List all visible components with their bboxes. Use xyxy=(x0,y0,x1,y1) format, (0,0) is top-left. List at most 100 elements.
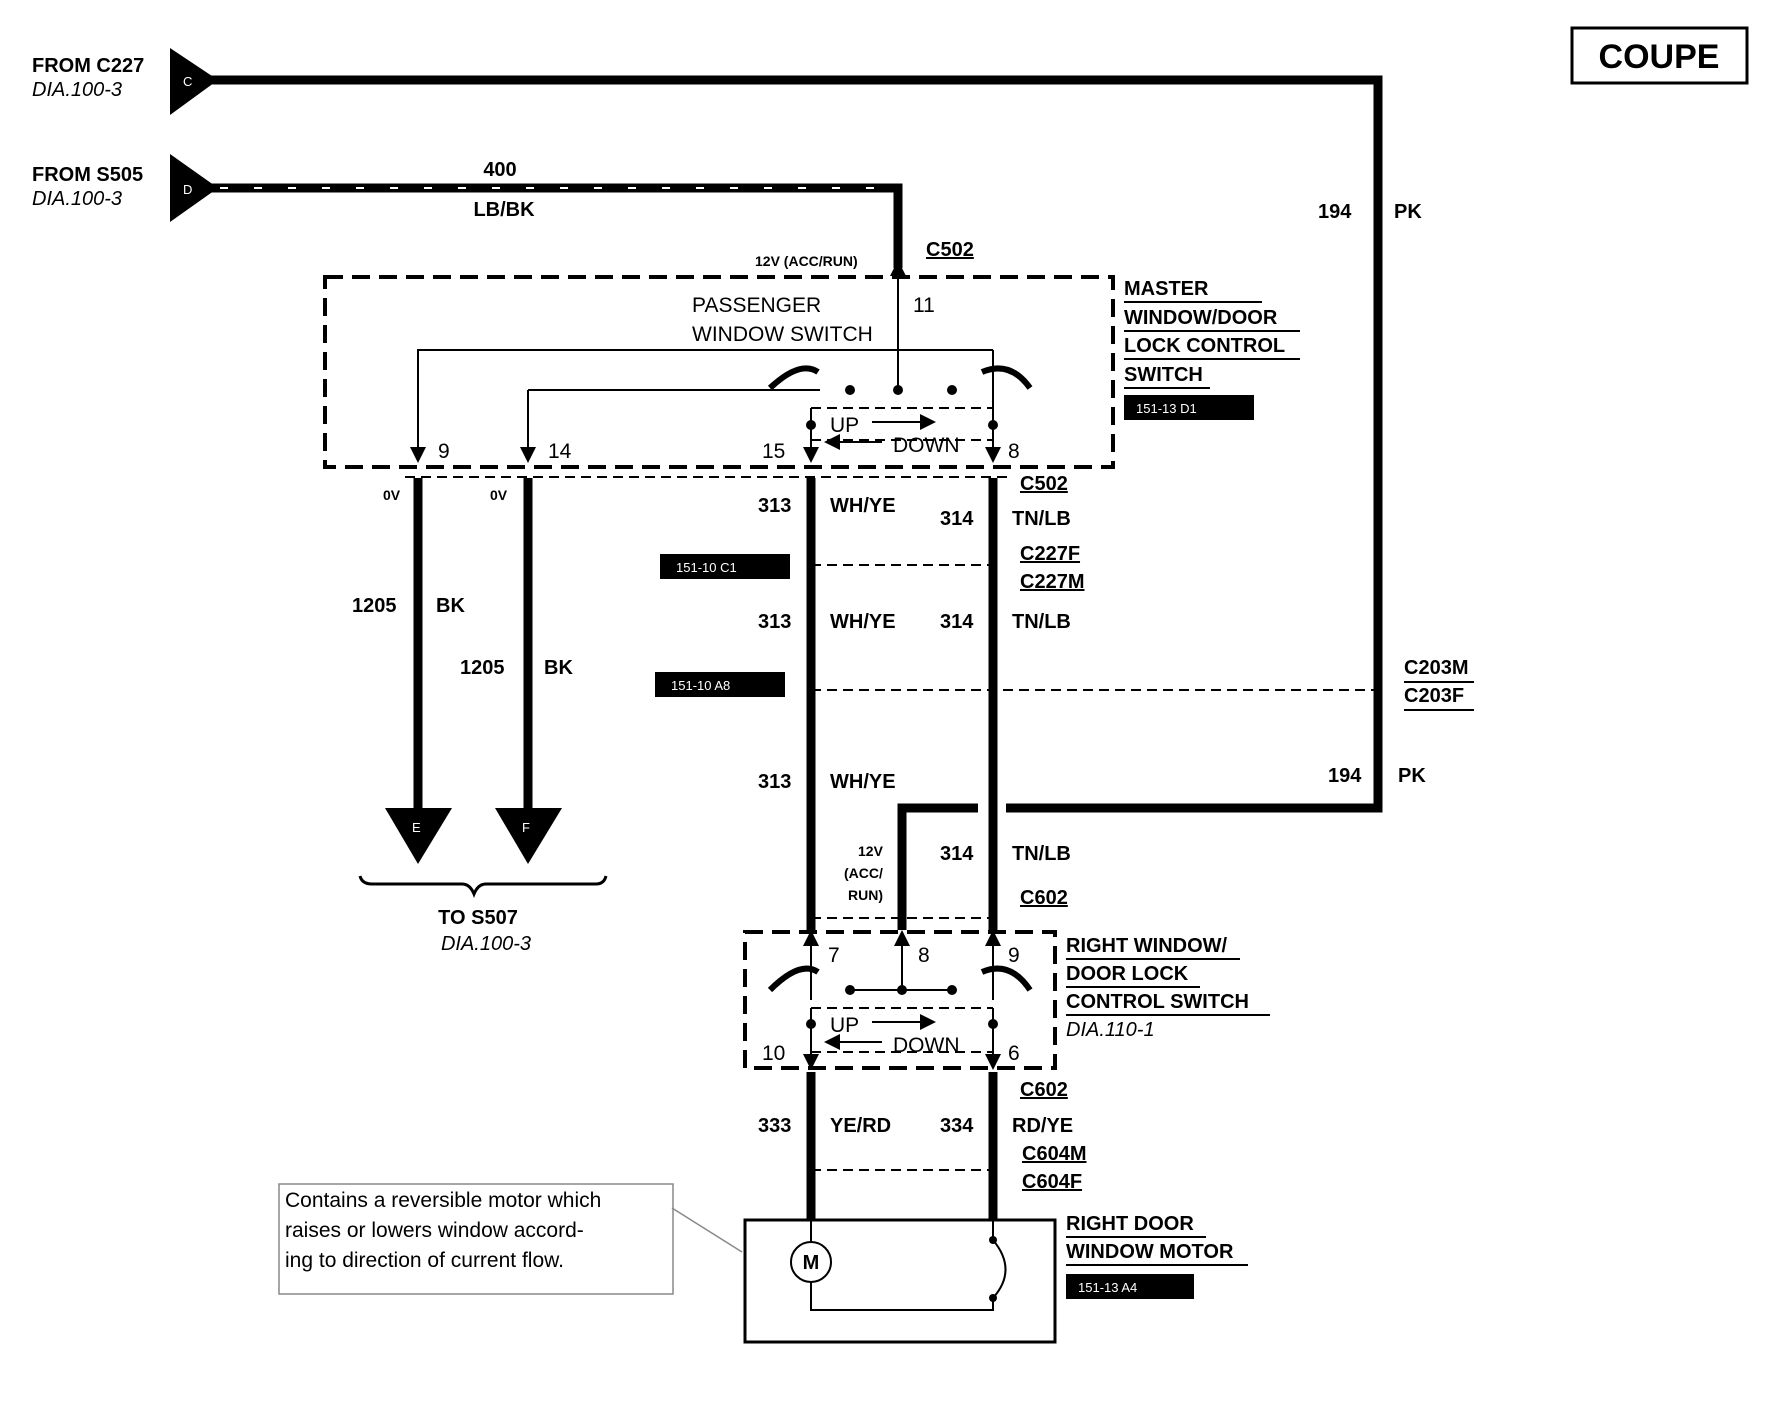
right-dia: DIA.110-1 xyxy=(1066,1019,1155,1041)
wire-314-color-3: TN/LB xyxy=(1012,843,1071,865)
ground-f-arrow xyxy=(495,808,562,864)
connector-c-pin: C xyxy=(183,74,192,89)
source-d-dia: DIA.100-3 xyxy=(32,188,122,210)
master-ref: 151-13 D1 xyxy=(1136,401,1197,416)
ground-brace xyxy=(358,875,608,899)
motor-title-line-1: RIGHT DOOR xyxy=(1066,1213,1194,1235)
wire-314-num-2: 314 xyxy=(940,611,974,633)
connector-c-arrow xyxy=(170,48,218,115)
right-volt-line-2: (ACC/ xyxy=(844,865,883,881)
master-connector-c502: C502 xyxy=(926,239,974,261)
connector-c203f: C203F xyxy=(1404,685,1464,707)
ground-f-label: F xyxy=(522,820,530,835)
motor-ref-box xyxy=(1066,1274,1194,1299)
wire-333-color: YE/RD xyxy=(830,1115,891,1137)
ground-dia-label: DIA.100-3 xyxy=(441,933,531,955)
wire-400-num: 400 xyxy=(483,159,516,181)
wire-1205-f-num: 1205 xyxy=(460,657,505,679)
coupe-badge: COUPE xyxy=(1570,26,1749,85)
master-title-line-4: SWITCH xyxy=(1124,364,1203,386)
wire-1205-f-color: BK xyxy=(544,657,573,679)
connector-c203m: C203M xyxy=(1404,657,1468,679)
master-volt-label: 12V (ACC/RUN) xyxy=(755,253,858,269)
connector-c502-lower: C502 xyxy=(1020,473,1068,495)
wire-333-num: 333 xyxy=(758,1115,791,1137)
wire-334-color: RD/YE xyxy=(1012,1115,1073,1137)
wire-1205-e-color: BK xyxy=(436,595,465,617)
source-c-from: FROM C227 xyxy=(32,55,144,77)
ground-to-label: TO S507 xyxy=(438,907,518,929)
ref-1: 151-10 C1 xyxy=(676,560,737,575)
connector-d-arrow xyxy=(170,154,218,222)
wire-400 xyxy=(210,183,903,268)
wire-194-num: 194 xyxy=(1318,201,1352,223)
wire-1205-e-num: 1205 xyxy=(352,595,397,617)
connector-c604m: C604M xyxy=(1022,1143,1086,1165)
master-title-line-1: MASTER xyxy=(1124,278,1209,300)
source-c-dia: DIA.100-3 xyxy=(32,79,122,101)
wire-194-color-2: PK xyxy=(1398,765,1426,787)
note-line-1: Contains a reversible motor which xyxy=(285,1189,601,1212)
master-title-line-2: WINDOW/DOOR xyxy=(1124,307,1278,329)
ground-e-arrow xyxy=(385,808,452,864)
note-line-2: raises or lowers window accord- xyxy=(285,1219,584,1242)
motor-symbol-label: M xyxy=(803,1252,820,1274)
right-pin-9: 9 xyxy=(1008,944,1020,967)
ref-box-2 xyxy=(655,672,785,697)
wire-313-num-1: 313 xyxy=(758,495,791,517)
note-box xyxy=(278,1183,674,1295)
right-title-line-3: CONTROL SWITCH xyxy=(1066,991,1249,1013)
master-pin-11: 11 xyxy=(913,294,935,317)
right-pin-6: 6 xyxy=(1008,1042,1020,1065)
coupe-label: COUPE xyxy=(1599,38,1720,76)
wire-313-color-2: WH/YE xyxy=(830,611,896,633)
right-volt-line-1: 12V xyxy=(858,843,884,859)
master-title-line-3: LOCK CONTROL xyxy=(1124,335,1285,357)
wire-400-color: LB/BK xyxy=(473,199,535,221)
ref-box-1 xyxy=(660,554,790,579)
motor-note-callout: Contains a reversible motor which raises… xyxy=(278,1183,743,1295)
wire-313-num-2: 313 xyxy=(758,611,791,633)
right-door-window-motor: M RIGHT DOOR WINDOW MOTOR 151-13 A4 xyxy=(743,1213,1248,1344)
wire-313-num-3: 313 xyxy=(758,771,791,793)
source-c227: FROM C227 DIA.100-3 C xyxy=(32,48,218,115)
master-window-door-lock-control-switch: 12V (ACC/RUN) C502 11 PASSENGER WINDOW S… xyxy=(323,239,1300,469)
wire-334-num: 334 xyxy=(940,1115,974,1137)
zero-v-2: 0V xyxy=(490,487,508,503)
connector-d-pin: D xyxy=(183,182,192,197)
connector-c602-upper: C602 xyxy=(1020,887,1068,909)
wire-194-num-2: 194 xyxy=(1328,765,1362,787)
master-pin-9: 9 xyxy=(438,440,450,463)
wire-313-color-3: WH/YE xyxy=(830,771,896,793)
master-pin-14: 14 xyxy=(548,440,572,463)
wire-314-color-2: TN/LB xyxy=(1012,611,1071,633)
master-up-label: UP xyxy=(830,414,859,437)
source-d-from: FROM S505 xyxy=(32,164,143,186)
connector-c602-lower: C602 xyxy=(1020,1079,1068,1101)
zero-v-1: 0V xyxy=(383,487,401,503)
wire-314-num-1: 314 xyxy=(940,508,974,530)
wire-314-color-1: TN/LB xyxy=(1012,508,1071,530)
right-title-line-2: DOOR LOCK xyxy=(1066,963,1189,985)
right-title-line-1: RIGHT WINDOW/ xyxy=(1066,935,1228,957)
ground-e-label: E xyxy=(412,820,421,835)
wire-194-color: PK xyxy=(1394,201,1422,223)
motor-ref: 151-13 A4 xyxy=(1078,1280,1137,1295)
connector-c227m: C227M xyxy=(1020,571,1084,593)
wire-194-top xyxy=(210,75,1383,690)
master-ref-box xyxy=(1124,395,1254,420)
master-pin-15: 15 xyxy=(762,440,785,463)
motor-title-line-2: WINDOW MOTOR xyxy=(1066,1241,1234,1263)
note-line-3: ing to direction of current flow. xyxy=(285,1249,564,1272)
right-pin-8: 8 xyxy=(918,944,930,967)
wire-194-lower xyxy=(1006,690,1383,813)
right-down-label: DOWN xyxy=(893,1034,960,1057)
wire-194-feed xyxy=(897,803,978,930)
master-switch-box xyxy=(323,275,1115,469)
master-pin-8: 8 xyxy=(1008,440,1020,463)
right-volt-line-3: RUN) xyxy=(848,887,883,903)
right-pin-7: 7 xyxy=(828,944,840,967)
wire-313-color-1: WH/YE xyxy=(830,495,896,517)
motor-box xyxy=(743,1218,1057,1344)
